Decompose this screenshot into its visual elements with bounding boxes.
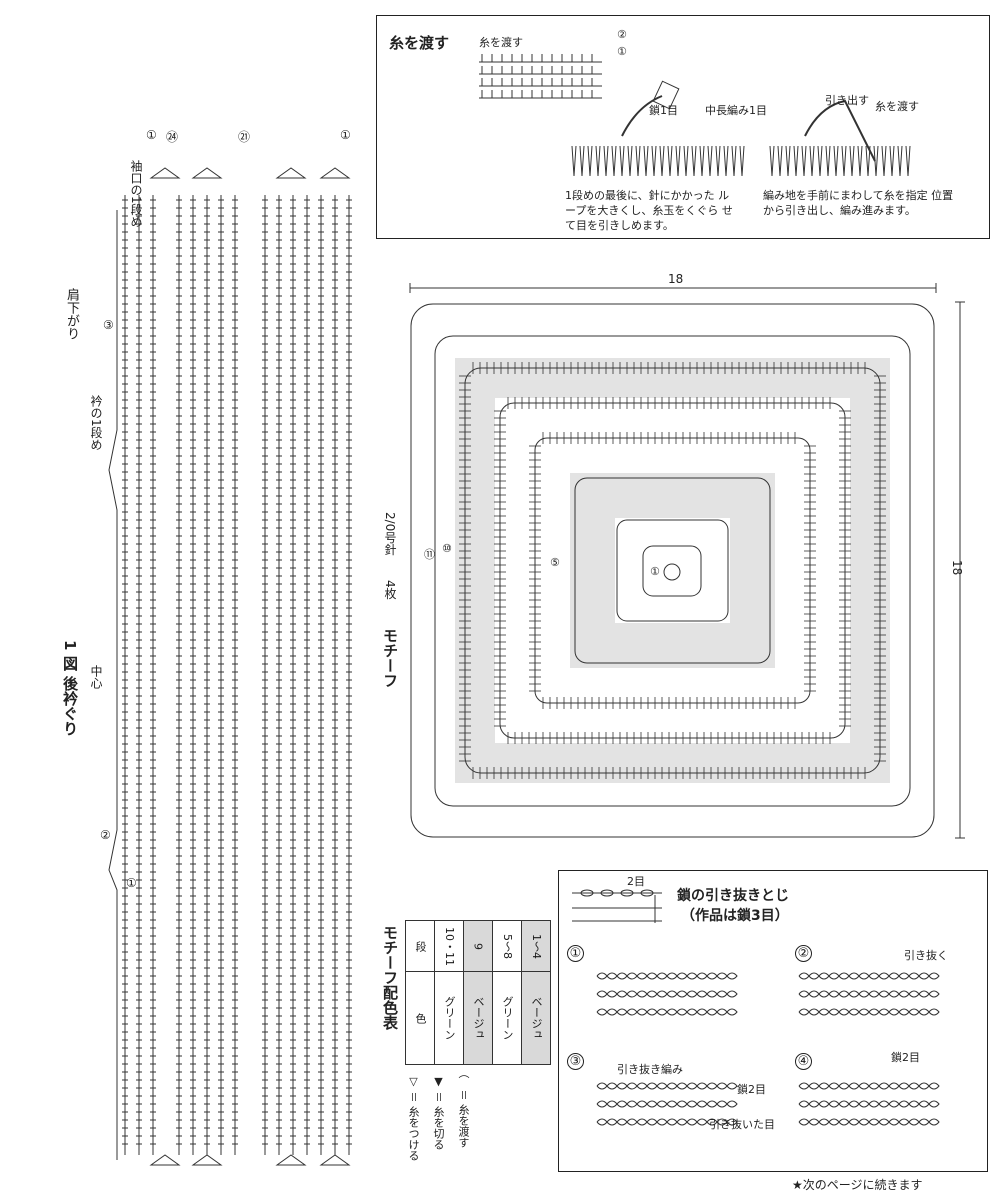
step-2-label-pull: 引き抜く	[904, 949, 948, 962]
cuff-label: 袖口の1段め	[129, 160, 143, 228]
step-4-illustration	[798, 1082, 940, 1126]
caption-left: 1段めの最後に、針にかかった ループを大きくし、糸玉をくぐら せて目を引きしめま…	[565, 189, 733, 232]
label-pull: 引き出す	[825, 94, 869, 107]
side-marker-3: ③	[103, 318, 114, 332]
top-marker-4: ①	[340, 128, 351, 142]
row-cell: 5〜8	[492, 920, 522, 972]
thread-carry-box: 糸を渡す 糸を渡す ② ① 鎖1目 中長編み1目 引き出す 糸を渡す 1段めの最…	[376, 15, 990, 239]
step-3-num: ③	[567, 1053, 584, 1070]
figure-label: 1 図 後衿ぐり	[61, 640, 79, 736]
motif-dim-top: 18	[668, 272, 684, 286]
join-chart	[572, 889, 662, 923]
legend-cut: ▼ ＝ 糸を切る	[432, 1075, 445, 1150]
row-cell: 10・11	[434, 920, 464, 972]
motif-dim-top-line	[409, 283, 937, 293]
label-hdc: 中長編み1目	[705, 104, 767, 117]
step-4-num: ④	[795, 1053, 812, 1070]
label-carry: 糸を渡す	[875, 100, 919, 113]
step-3-label-slipped: 引き抜いた目	[709, 1118, 775, 1131]
color-table-title: モチーフ配色表	[381, 925, 399, 1030]
motif-name: モチーフ	[381, 628, 399, 688]
footer-note: ★次のページに続きます	[792, 1178, 923, 1192]
row-cell: 1〜4	[521, 920, 551, 972]
thread-mini-chart	[479, 54, 602, 99]
row-cell: グリーン	[492, 971, 522, 1065]
row-cell: グリーン	[434, 971, 464, 1065]
step-2-num: ②	[795, 945, 812, 962]
caption-right: 編み地を手前にまわして糸を指定 位置から引き出し、編み進みます。	[763, 189, 954, 217]
step-3-illustration	[596, 1082, 738, 1126]
step-3-label-slip: 引き抜き編み	[617, 1063, 683, 1076]
motif-svg	[410, 303, 935, 838]
row-cell: 9	[463, 920, 493, 972]
left-chart-svg	[108, 167, 352, 1166]
motif-round-5: ⑤	[550, 556, 560, 569]
side-marker-2: ②	[100, 828, 111, 842]
thread-chart-label: 糸を渡す	[479, 36, 523, 49]
motif-round-1: ①	[650, 565, 660, 578]
step-2-illustration	[798, 972, 940, 1016]
motif-square	[405, 298, 940, 843]
motif-dim-right-line	[955, 301, 965, 839]
top-marker-3: ㉑	[238, 130, 251, 144]
row-mark-2: ②	[617, 28, 627, 41]
side-marker-1: ①	[126, 876, 137, 890]
step-4-label-ch2: 鎖2目	[891, 1051, 920, 1064]
join-title: 鎖の引き抜きとじ	[677, 888, 789, 904]
top-marker-2: ㉔	[166, 130, 179, 144]
thread-box-title: 糸を渡す	[389, 34, 450, 52]
col-header-round: 段	[405, 920, 435, 972]
thread-illustration-left	[571, 80, 745, 177]
step-1-illustration	[596, 972, 738, 1016]
motif-round-11: ⑪	[424, 548, 435, 561]
left-chart	[95, 130, 375, 1180]
join-chart-mark: 2目	[627, 875, 645, 888]
center-label: 中心	[89, 665, 103, 689]
chain-join-box: 2目 鎖の引き抜きとじ （作品は鎖3目） ① ② ③ ④ 引き抜く 引き抜き編み…	[558, 870, 988, 1172]
row-mark-1: ①	[617, 45, 627, 58]
row-cell: ベージュ	[521, 971, 551, 1065]
motif-needle: 2/0号針	[383, 512, 397, 556]
join-subtitle: （作品は鎖3目）	[681, 908, 789, 924]
step-3-label-ch2: 鎖2目	[737, 1083, 766, 1096]
thread-illustration-right	[769, 99, 911, 177]
col-header-color: 色	[405, 971, 435, 1065]
top-marker-1: ①	[146, 128, 157, 142]
shoulder-label: 肩下がり	[64, 288, 79, 340]
legend-attach: ▽ ＝ 糸をつける	[407, 1075, 420, 1161]
color-table: 段 10・11 9 5〜8 1〜4 色 グリーン ベージュ グリーン ベージュ	[405, 920, 551, 1065]
label-chain: 鎖1目	[649, 104, 678, 117]
legend-carry: ⌒ ＝ 糸を渡す	[457, 1075, 470, 1148]
step-1-num: ①	[567, 945, 584, 962]
motif-count: 4枚	[383, 580, 397, 600]
row-cell: ベージュ	[463, 971, 493, 1065]
motif-round-10: ⑩	[442, 542, 452, 555]
neck-start-label: 衿の1段め	[89, 395, 103, 451]
